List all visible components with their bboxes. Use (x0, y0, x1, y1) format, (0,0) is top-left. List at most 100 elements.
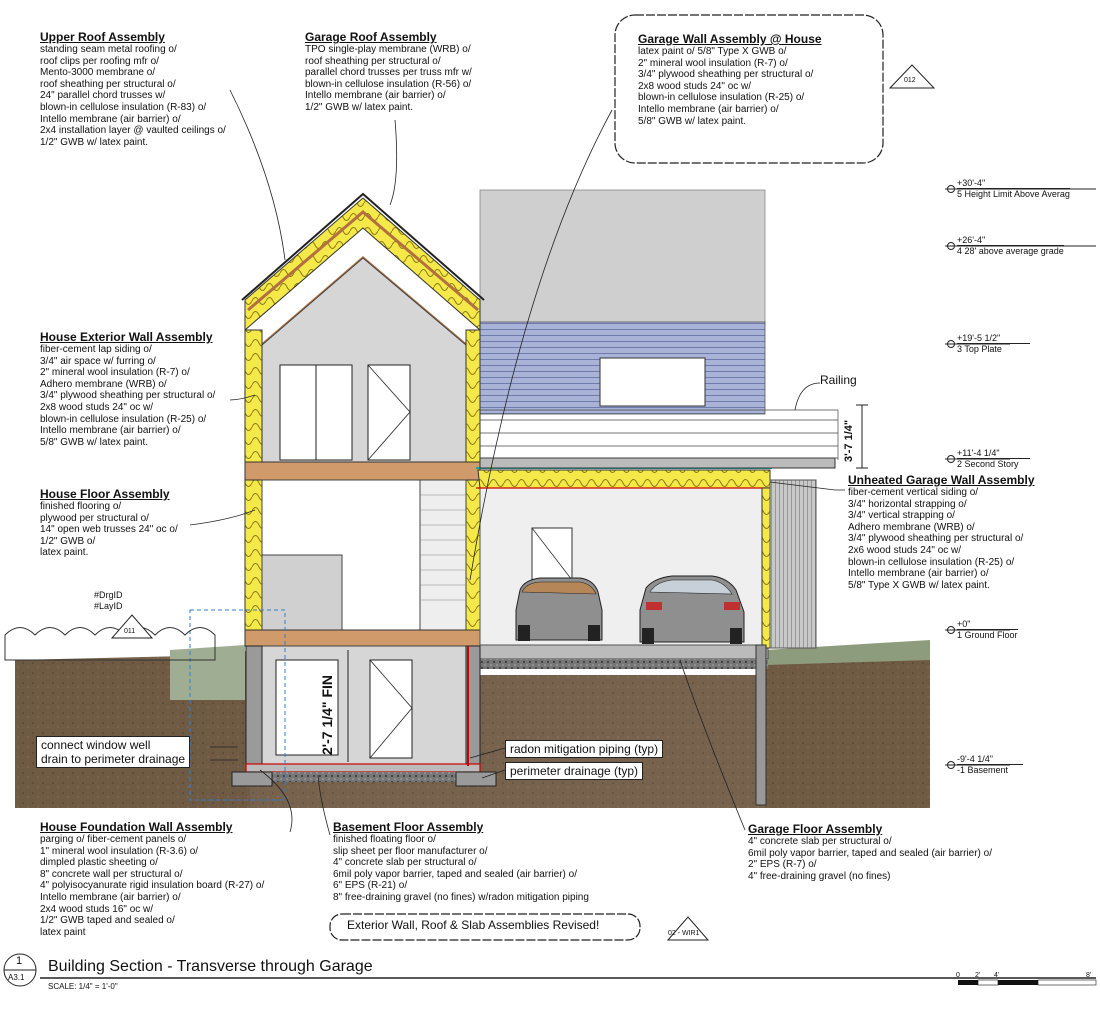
note-line: 8" concrete wall per structural o/ (40, 868, 183, 880)
note-line: parallel chord trusses per truss mfr w/ (305, 67, 472, 79)
note-line: blown-in cellulose insulation (R-56) o/ (305, 78, 472, 90)
note-line: 2x8 wood studs 24" oc w/ (638, 80, 752, 92)
note-line: 2x8 wood studs 24" oc w/ (40, 401, 154, 413)
earth-right (765, 650, 930, 808)
garage-siding (769, 479, 817, 649)
note-line: fiber-cement vertical siding o/ (848, 487, 979, 498)
note-line: latex paint. (40, 547, 89, 559)
note-line: 8" free-draining gravel (no fines) w/rad… (333, 891, 589, 903)
grade-left (170, 645, 245, 700)
drg-id: #DrgID (94, 590, 123, 600)
garage-slab (477, 644, 769, 660)
note-line: fiber-cement lap siding o/ (40, 344, 152, 355)
level-marker: +11'-4 1/4" 2 Second Story (957, 448, 1030, 469)
note-heading: House Exterior Wall Assembly (40, 330, 213, 344)
revision-cloud-bottom (329, 913, 641, 941)
note-line: 6" EPS (R-21) o/ (333, 880, 408, 892)
note-line: 3/4" horizontal strapping o/ (848, 498, 967, 510)
note-line: Intello membrane (air barrier) o/ (638, 103, 779, 115)
level-elevation: +19'-5 1/2" (957, 333, 1031, 344)
note-line: slip sheet per floor manufacturer o/ (333, 845, 488, 857)
note-line: 2" mineral wool insulation (R-7) o/ (638, 57, 788, 69)
scale-0: 0 (956, 972, 960, 979)
note-heading: Garage Roof Assembly (305, 30, 437, 44)
level-name: 4 28' above average grade (957, 246, 1064, 256)
callout-line: drain to perimeter drainage (41, 752, 186, 766)
level-elevation: +26'-4" (957, 235, 1064, 246)
basement-slab (245, 763, 481, 773)
level-marker: +0" 1 Ground Floor (957, 619, 1018, 640)
note-line: roof sheathing per structural o/ (40, 78, 176, 90)
level-elevation: +0" (957, 619, 1018, 630)
note-line: 5/8" GWB w/ latex paint. (638, 115, 747, 127)
note-line: 3/4" plywood sheathing per structural o/ (40, 390, 216, 402)
garage-post (755, 644, 767, 806)
floor1-structure (244, 629, 481, 647)
level-elevation: +11'-4 1/4" (957, 448, 1030, 459)
scale-2: 2' (975, 972, 981, 979)
note-line: Mento-3000 membrane o/ (40, 67, 156, 79)
note-line: Intello membrane (air barrier) o/ (40, 113, 181, 125)
note-line: 2" EPS (R-7) o/ (748, 859, 817, 871)
roof-sheathing (247, 210, 479, 312)
note-line: roof sheathing per structural o/ (305, 55, 441, 67)
note-line: TPO single-play membrane (WRB) o/ (305, 44, 471, 55)
level-marker: +26'-4" 4 28' above average grade (957, 235, 1064, 256)
kitchen (261, 554, 343, 631)
note-line: blown-in cellulose insulation (R-25) o/ (848, 556, 1015, 568)
note-line: 1/2" GWB w/ latex paint. (40, 136, 149, 148)
dim-railing: 3'-7 1/4" (843, 419, 855, 462)
callout-revision: Exterior Wall, Roof & Slab Assemblies Re… (347, 918, 600, 932)
callout-window-well: connect window well drain to perimeter d… (36, 736, 191, 768)
level-name: 5 Height Limit Above Averag (957, 189, 1070, 199)
note-line: 2x6 wood studs 24" oc w/ (848, 544, 962, 556)
level-elevation: +30'-4" (957, 178, 1070, 189)
note-line: 14" open web trusses 24" oc o/ (40, 524, 178, 536)
note-heading: House Floor Assembly (40, 487, 170, 501)
level-marker: +19'-5 1/2" 3 Top Plate (957, 333, 1031, 354)
note-heading: Garage Wall Assembly @ House (638, 32, 822, 46)
tag-revision: 02 - WIR1 (668, 930, 700, 937)
note-garage-roof: Garage Roof Assembly TPO single-play mem… (305, 30, 472, 114)
note-line: 5/8" Type X GWB w/ latex paint. (848, 579, 990, 591)
level-name: 1 Ground Floor (957, 630, 1018, 640)
floor2-structure (244, 461, 481, 481)
note-line: 1/2" GWB o/ (40, 535, 96, 547)
tag-011: 011 (124, 628, 136, 635)
foundation-left (245, 645, 263, 772)
level-name: 3 Top Plate (957, 344, 1002, 354)
callout-perimeter: perimeter drainage (typ) (505, 762, 644, 780)
level-marker: +30'-4" 5 Height Limit Above Averag (957, 178, 1070, 199)
dim-basement: 2'-7 1/4" FIN (319, 675, 335, 755)
note-line: 1" mineral wool insulation (R-3.6) o/ (40, 845, 199, 857)
note-line: dimpled plastic sheeting o/ (40, 857, 158, 869)
tag-wir-shape (666, 916, 710, 941)
revision-cloud-top (614, 14, 884, 164)
garage-roof-insul (477, 469, 771, 489)
note-line: Adhero membrane (WRB) o/ (848, 521, 975, 533)
note-line: 3/4" plywood sheathing per structural o/ (638, 69, 814, 81)
note-line: Adhero membrane (WRB) o/ (40, 378, 167, 390)
note-line: 6mil poly vapor barrier, taped and seale… (333, 868, 578, 880)
note-line: Intello membrane (air barrier) o/ (305, 90, 446, 102)
note-house-floor: House Floor Assembly finished flooring o… (40, 487, 178, 559)
tag-011-shape (110, 614, 154, 639)
note-line: 2x4 installation layer @ vaulted ceiling… (40, 125, 226, 137)
roof-line (241, 192, 485, 301)
note-line: 3/4" vertical strapping o/ (848, 510, 955, 522)
note-line: 1/2" GWB w/ latex paint. (305, 101, 414, 113)
footing-right (455, 771, 497, 787)
note-line: 4" concrete slab per structural o/ (748, 836, 892, 847)
callout-line: connect window well (41, 738, 151, 752)
callout-railing: Railing (820, 373, 857, 387)
note-line: plywood per structural o/ (40, 512, 149, 524)
note-heading: Basement Floor Assembly (333, 820, 484, 834)
level-name: -1 Basement (957, 765, 1009, 775)
note-line: 5/8" GWB w/ latex paint. (40, 436, 149, 448)
view-scale: SCALE: 1/4" = 1'-0" (48, 982, 118, 991)
lay-id: #LayID (94, 601, 123, 611)
note-house-ext-wall: House Exterior Wall Assembly fiber-cemen… (40, 330, 215, 448)
car-right (639, 575, 745, 644)
view-number: 1 (16, 955, 23, 967)
